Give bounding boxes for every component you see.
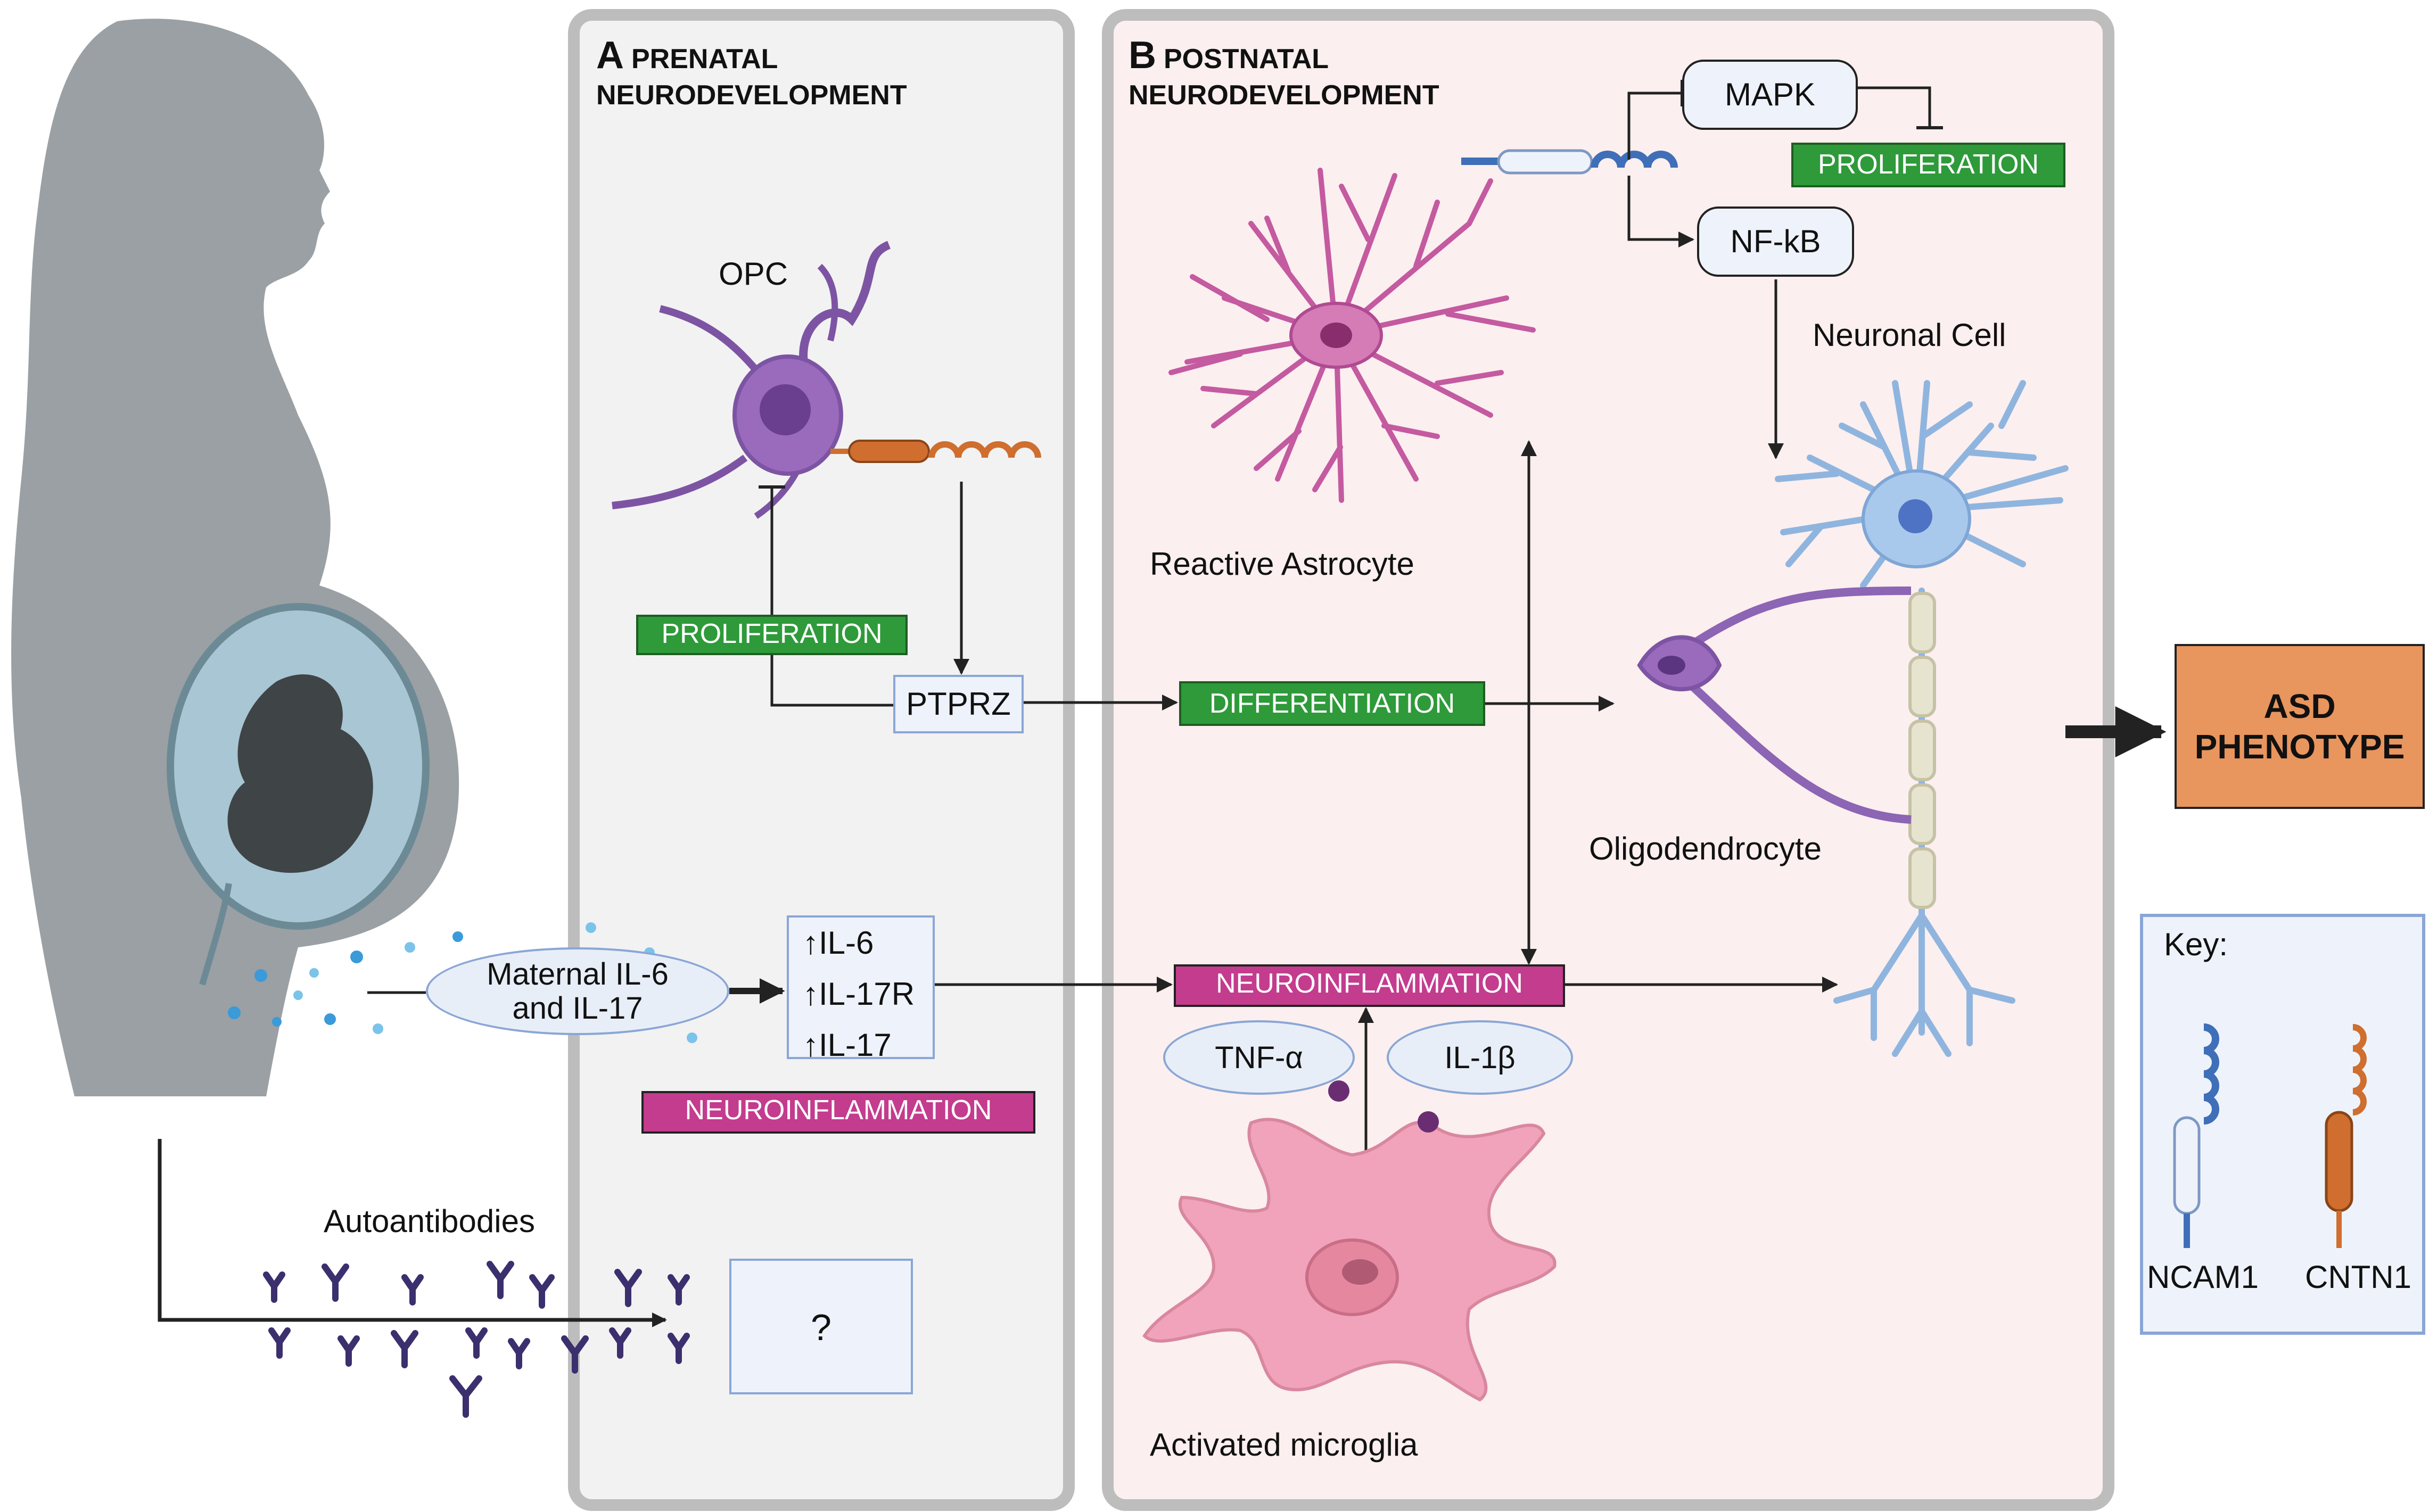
reactive-astrocyte-label: Reactive Astrocyte: [1150, 546, 1414, 582]
neuronal-cell-label: Neuronal Cell: [1813, 317, 2006, 353]
il-item: ↑IL-17R: [803, 976, 915, 1012]
panel-b-letter: B: [1129, 34, 1156, 77]
key-cntn1-icon: [2325, 1024, 2367, 1248]
opc-cell: [612, 241, 891, 519]
ncam1-receptor: [1461, 149, 1678, 175]
nfkb-box: NF-kB: [1697, 206, 1854, 277]
prenatal-neuroinflammation-box: NEUROINFLAMMATION: [641, 1091, 1035, 1134]
inhibit-line-ptprz-to-opc: [770, 487, 894, 707]
prenatal-proliferation-box: PROLIFERATION: [636, 615, 908, 655]
fetus-silhouette: [227, 674, 373, 873]
mapk-box: MAPK: [1682, 60, 1858, 130]
key-ncam1-label: NCAM1: [2147, 1259, 2259, 1295]
inhibit-mapk-to-proliferation: [1858, 86, 1931, 128]
postnatal-proliferation-box: PROLIFERATION: [1791, 143, 2065, 187]
postnatal-neuroinflammation-box: NEUROINFLAMMATION: [1174, 964, 1565, 1007]
activated-microglia-cell: [1142, 1080, 1557, 1402]
cntn1-receptor: [830, 440, 1041, 463]
umbilical-cord: [199, 883, 232, 986]
asd-phenotype-box: ASD PHENOTYPE: [2175, 644, 2425, 809]
autoantibody-arrow: [158, 1139, 667, 1327]
myelin-sheaths: [1908, 592, 1936, 909]
pregnant-woman-silhouette: [11, 19, 459, 1096]
inhibit-line-to-mapk: [1627, 92, 1682, 160]
il-upregulation-box: ↑IL-6 ↑IL-17R ↑IL-17: [787, 915, 935, 1063]
key-title: Key:: [2164, 927, 2228, 962]
il-item: ↑IL-6: [803, 925, 874, 961]
antibody-glyphs: [263, 1261, 690, 1418]
key-cntn1-label: CNTN1: [2305, 1259, 2412, 1295]
il-item: ↑IL-17: [803, 1027, 892, 1063]
activated-microglia-label: Activated microglia: [1150, 1427, 1418, 1463]
il-1beta-ellipse: IL-1β: [1387, 1020, 1573, 1095]
autoantibodies-label: Autoantibodies: [324, 1203, 535, 1239]
oligodendrocyte-label: Oligodendrocyte: [1589, 831, 1822, 866]
key-ncam1-icon: [2173, 1023, 2219, 1248]
opc-label: OPC: [719, 256, 788, 292]
differentiation-box: DIFFERENTIATION: [1179, 681, 1485, 726]
tnf-alpha-ellipse: TNF-α: [1163, 1020, 1355, 1095]
unknown-outcome-box: ?: [729, 1259, 913, 1394]
oligodendrocyte-cell: [1637, 586, 1912, 824]
maternal-cytokines-ellipse: Maternal IL-6 and IL-17: [426, 947, 729, 1035]
arrow-to-nfkb: [1627, 176, 1694, 247]
ptprz-box: PTPRZ: [893, 675, 1024, 733]
panel-a-letter: A: [596, 34, 624, 77]
reactive-astrocyte: [1168, 168, 1536, 503]
